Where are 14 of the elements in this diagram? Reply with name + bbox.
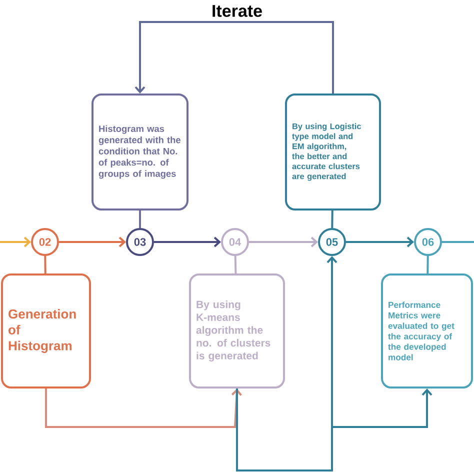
arrow [236, 388, 432, 472]
title: Iterate [212, 5, 262, 17]
arrow [45, 388, 242, 428]
arrow [59, 236, 126, 248]
step-box: By using Logistic type model and EM algorithm, the better and accurate clusters are generated [285, 94, 381, 210]
step-box: By using K-means algorithm the no. of clusters is generated [189, 274, 285, 388]
arrow [249, 236, 318, 248]
arrow [134, 21, 334, 94]
step-box: Histogram was generated with the condition that No. of peaks=no. of groups of images [92, 94, 188, 210]
step-box: Generation of Histogram [1, 274, 91, 388]
step-box: Performance Metrics were evaluated to get the accuracy of the developed model [381, 274, 473, 388]
arrow [346, 236, 414, 248]
arrow [154, 236, 221, 248]
arrow [0, 236, 31, 248]
